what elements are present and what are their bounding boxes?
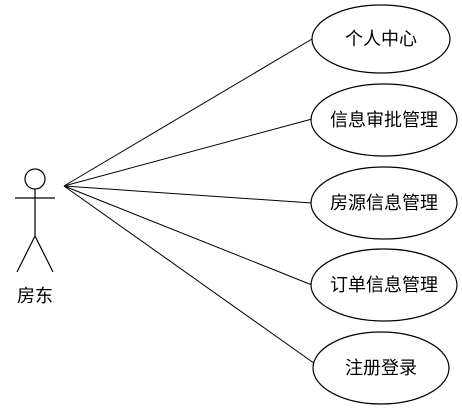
actor-left-leg <box>16 235 36 273</box>
use-case-5-ellipse <box>312 331 450 405</box>
actor-right-leg <box>34 235 54 273</box>
actor-label: 房东 <box>17 286 53 307</box>
use-case-5: 注册登录 <box>312 331 450 405</box>
association-line-4 <box>63 185 313 286</box>
use-case-3: 房源信息管理 <box>310 166 458 240</box>
use-case-3-label: 房源信息管理 <box>330 193 438 214</box>
use-case-3-ellipse <box>310 166 458 240</box>
use-case-4: 订单信息管理 <box>310 248 458 322</box>
association-lines <box>63 38 319 367</box>
use-case-2-ellipse <box>310 83 458 157</box>
use-case-5-label: 注册登录 <box>345 358 417 379</box>
association-line-3 <box>63 185 313 204</box>
actor-landlord: 房东 <box>15 168 55 307</box>
use-case-1-label: 个人中心 <box>345 29 417 50</box>
use-case-2: 信息审批管理 <box>310 83 458 157</box>
use-case-4-label: 订单信息管理 <box>330 275 438 296</box>
use-case-1-ellipse <box>311 4 451 74</box>
use-case-1: 个人中心 <box>311 4 451 74</box>
association-line-5 <box>63 185 319 367</box>
actor-head <box>24 168 46 190</box>
use-case-4-ellipse <box>310 248 458 322</box>
use-case-2-label: 信息审批管理 <box>330 110 438 131</box>
association-line-1 <box>63 38 313 187</box>
association-line-2 <box>63 118 313 187</box>
